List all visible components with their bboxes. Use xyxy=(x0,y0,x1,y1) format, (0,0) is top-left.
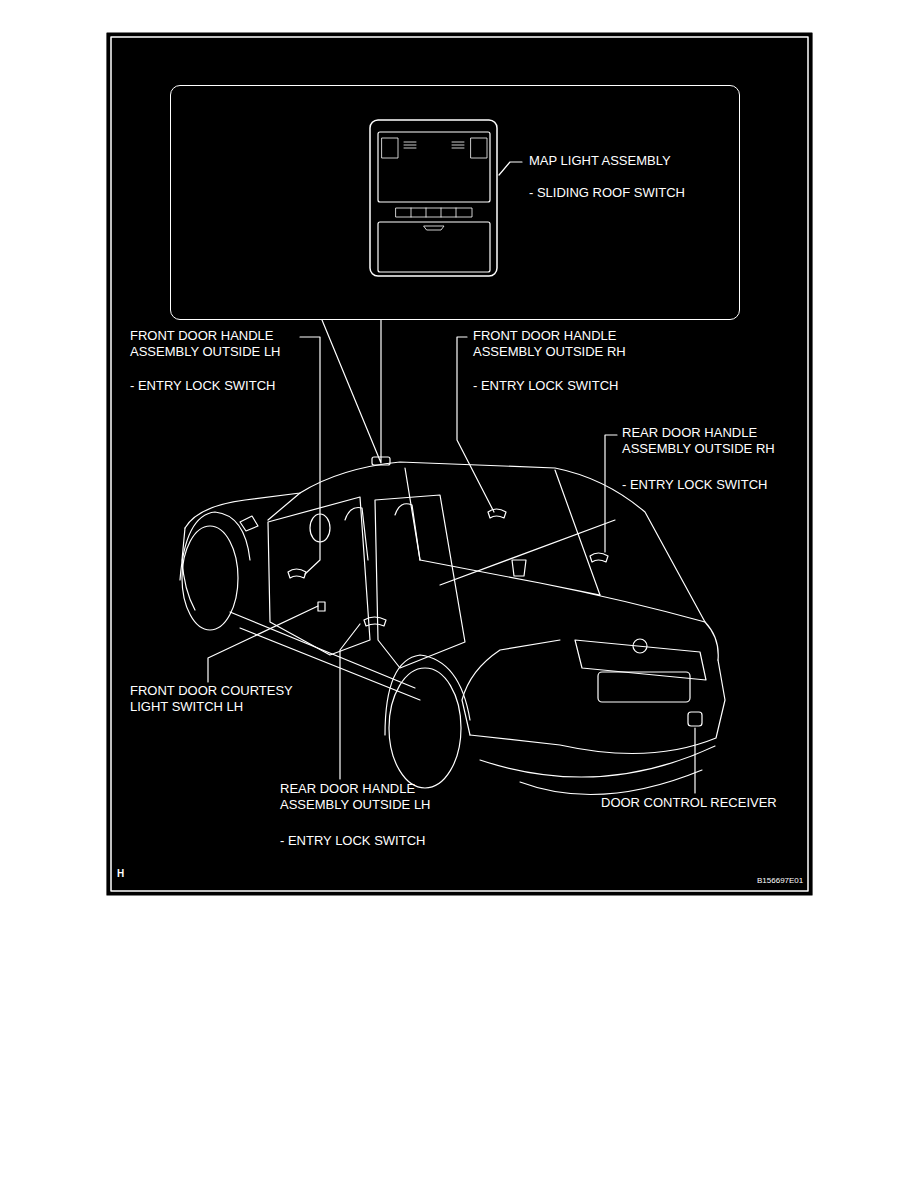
courtesy-switch xyxy=(318,602,325,611)
leader-line xyxy=(457,337,494,512)
frame-ground xyxy=(107,33,812,895)
rear-face xyxy=(470,660,725,754)
figure-code: H xyxy=(117,868,124,880)
part-label: - ENTRY LOCK SWITCH xyxy=(622,477,767,493)
leader-line xyxy=(605,435,617,552)
part-label: FRONT DOOR HANDLE ASSEMBLY OUTSIDE LH xyxy=(130,328,295,360)
roof-module xyxy=(372,457,390,465)
part-label: FRONT DOOR HANDLE ASSEMBLY OUTSIDE RH xyxy=(473,328,638,360)
tail-light xyxy=(575,640,706,680)
leader-line xyxy=(322,320,381,463)
door-pocket xyxy=(512,560,526,576)
door-control-receiver xyxy=(688,712,702,726)
car-sill xyxy=(182,528,420,700)
car-pillar xyxy=(268,468,600,595)
part-label: REAR DOOR HANDLE ASSEMBLY OUTSIDE RH xyxy=(622,425,787,457)
front-wheel xyxy=(182,526,238,630)
license-plate xyxy=(598,672,690,702)
part-label: REAR DOOR HANDLE ASSEMBLY OUTSIDE LH xyxy=(280,781,445,813)
rear-quarter xyxy=(462,640,560,735)
door-handle xyxy=(488,509,506,518)
map-light-button xyxy=(382,138,398,158)
figure-code: B156697E01 xyxy=(757,876,803,886)
trunk-lid xyxy=(420,560,705,622)
part-label: DOOR CONTROL RECEIVER xyxy=(601,795,777,811)
steering-wheel xyxy=(310,514,330,542)
seat xyxy=(345,504,420,560)
car-sill xyxy=(230,612,415,688)
callout-box: MAP LIGHT ASSEMBLY - SLIDING ROOF SWITCH xyxy=(170,85,740,320)
rear-bumper xyxy=(480,746,715,795)
map-light-lid xyxy=(378,222,490,272)
part-label: - SLIDING ROOF SWITCH xyxy=(529,185,685,201)
map-light-housing xyxy=(370,120,497,276)
part-label: FRONT DOOR COURTESY LIGHT SWITCH LH xyxy=(130,683,302,715)
part-label: - ENTRY LOCK SWITCH xyxy=(130,378,275,394)
rear-wheel xyxy=(389,668,461,788)
map-light-lens xyxy=(378,132,490,202)
door-handle xyxy=(590,553,608,562)
leader-line xyxy=(499,162,522,175)
rear-door-opening xyxy=(375,495,465,668)
leader-line xyxy=(694,728,695,793)
part-label: - ENTRY LOCK SWITCH xyxy=(280,833,425,849)
lid-notch xyxy=(424,226,444,230)
switch-divider xyxy=(411,208,456,217)
map-light-grille xyxy=(404,142,464,148)
leader-line xyxy=(300,337,320,574)
door-handle xyxy=(288,569,306,578)
wheel-arch xyxy=(385,655,470,735)
frame-border xyxy=(111,37,808,891)
front-door-opening xyxy=(268,497,370,655)
map-light-button xyxy=(471,138,487,158)
part-label: - ENTRY LOCK SWITCH xyxy=(473,378,618,394)
leader-line xyxy=(208,606,318,682)
part-label: MAP LIGHT ASSEMBLY xyxy=(529,153,671,169)
sliding-roof-switch xyxy=(396,208,472,217)
door-top-line xyxy=(440,520,615,585)
emblem xyxy=(633,639,647,653)
side-mirror xyxy=(240,516,258,531)
door-handle xyxy=(364,617,386,626)
